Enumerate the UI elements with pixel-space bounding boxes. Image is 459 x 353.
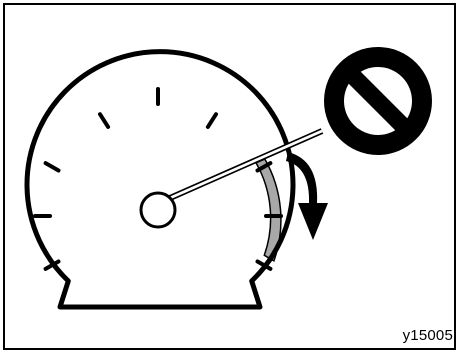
gauge-hub [141, 193, 175, 227]
gauge-ticks [35, 89, 281, 269]
tick-mark [208, 114, 216, 127]
figure-id-label: y15005 [403, 327, 453, 344]
speedometer-gauge [27, 52, 322, 307]
no-entry-icon [324, 47, 432, 155]
tick-mark [46, 163, 59, 170]
tick-mark [100, 114, 108, 127]
